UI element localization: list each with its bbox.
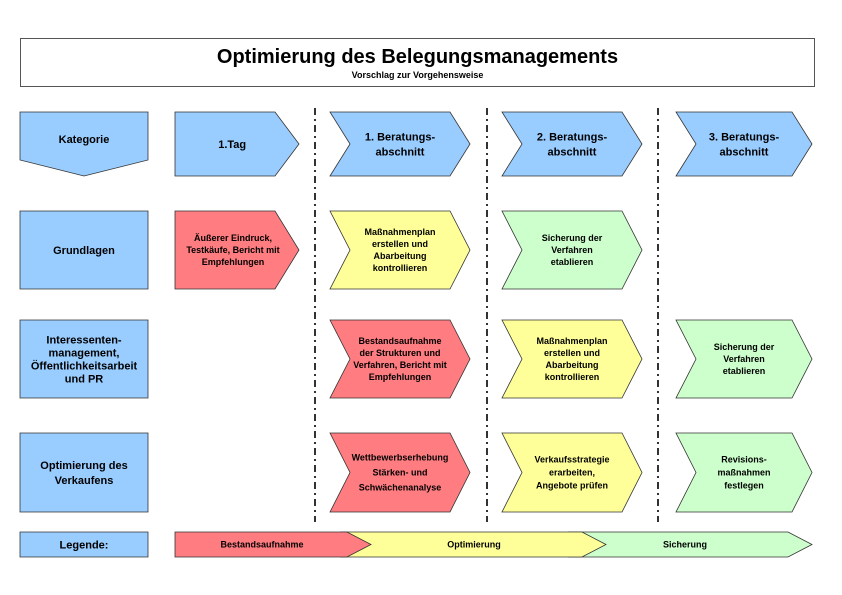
phase-beratung-1-label: 1. Beratungs-abschnitt — [365, 131, 436, 158]
legend-sicherung-label: Sicherung — [663, 540, 707, 550]
page-subtitle: Vorschlag zur Vorgehensweise — [351, 70, 484, 80]
cell-grundlagen-b2-shape — [501, 210, 643, 290]
phase-tag1: 1.Tag — [174, 111, 300, 177]
cell-interessenten-b3-shape — [675, 319, 813, 399]
row-grundlagen-shape — [19, 210, 149, 290]
title-box: Optimierung des Belegungsmanagements Vor… — [20, 38, 815, 87]
legend-label: Legende: — [19, 531, 149, 558]
phase-beratung-2-label: 2. Beratungs-abschnitt — [537, 131, 608, 158]
phase-beratung-1-shape — [329, 111, 471, 177]
legend-label-shape — [19, 531, 149, 558]
phase-tag1-shape — [174, 111, 300, 177]
cell-verkauf-b1-shape — [329, 432, 471, 513]
row-grundlagen-label: Grundlagen — [53, 245, 115, 257]
legend-bestand: Bestandsaufnahme — [174, 531, 372, 558]
cell-grundlagen-tag1-shape — [174, 210, 300, 290]
phase-beratung-2: 2. Beratungs-abschnitt — [501, 111, 643, 177]
legend-bestand-shape — [174, 531, 372, 558]
legend-bestand-label: Bestandsaufnahme — [220, 540, 303, 550]
cell-verkauf-b2-shape — [501, 432, 643, 513]
cell-interessenten-b2-shape — [501, 319, 643, 399]
row-kategorie-label: Kategorie — [59, 134, 110, 146]
phase-beratung-3-label: 3. Beratungs-abschnitt — [709, 131, 780, 158]
row-kategorie: Kategorie — [19, 111, 149, 177]
phase-beratung-3-shape — [675, 111, 813, 177]
cell-grundlagen-b1-shape — [329, 210, 471, 290]
row-kategorie-shape — [19, 111, 149, 177]
row-interessenten: Interessenten-management,Öffentlichkeits… — [19, 319, 149, 399]
cell-verkauf-b3-shape — [675, 432, 813, 513]
phase-beratung-2-shape — [501, 111, 643, 177]
legend-optimierung-label: Optimierung — [447, 540, 501, 550]
phase-beratung-3: 3. Beratungs-abschnitt — [675, 111, 813, 177]
phase-beratung-1: 1. Beratungs-abschnitt — [329, 111, 471, 177]
row-verkauf-shape — [19, 432, 149, 513]
page-title: Optimierung des Belegungsmanagements — [216, 46, 619, 68]
row-grundlagen: Grundlagen — [19, 210, 149, 290]
legend-label-label: Legende: — [60, 539, 109, 551]
row-interessenten-shape — [19, 319, 149, 399]
cell-interessenten-b1-shape — [329, 319, 471, 399]
phase-tag1-label: 1.Tag — [218, 139, 246, 151]
row-interessenten-label: Interessenten-management,Öffentlichkeits… — [31, 334, 138, 385]
legend-optimierung: Optimierung — [339, 531, 607, 558]
